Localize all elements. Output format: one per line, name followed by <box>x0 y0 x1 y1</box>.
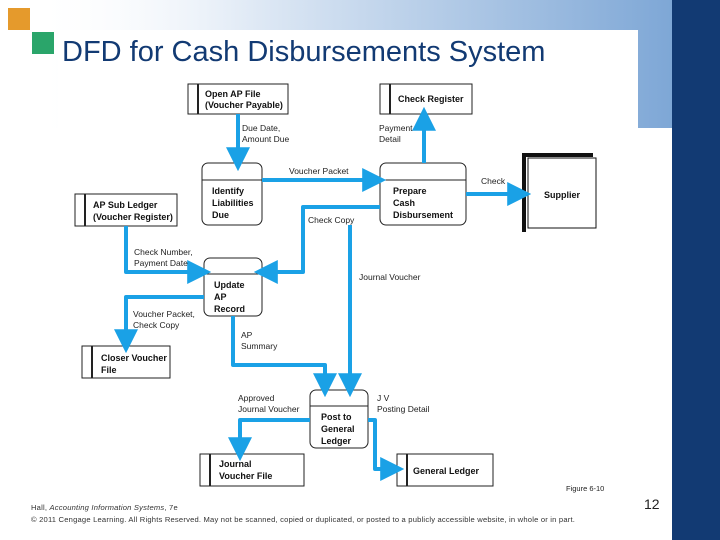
flow-label-voucher-packet-2: Voucher Packet, <box>133 309 195 319</box>
logo-square-green <box>32 32 54 54</box>
flow-label-check: Check <box>481 176 506 186</box>
process-label: Due <box>212 210 229 220</box>
footer-edition: , 7e <box>164 503 178 512</box>
logo-square-orange <box>8 8 30 30</box>
flow-label-jv: J V <box>377 393 390 403</box>
data-store-general-ledger: General Ledger <box>396 453 494 487</box>
process-label: Record <box>214 304 245 314</box>
process-label: AP <box>214 292 227 302</box>
data-store-journal-voucher-file: Journal Voucher File <box>199 453 305 487</box>
process-label: General <box>321 424 355 434</box>
figure-caption: Figure 6-10 <box>566 484 605 493</box>
flow-label-detail: Detail <box>379 134 401 144</box>
process-label: Disbursement <box>393 210 453 220</box>
store-label: Voucher File <box>219 471 272 481</box>
flow-ap-summary-arrow <box>231 316 337 398</box>
process-label: Liabilities <box>212 198 254 208</box>
flow-label-amount-due: Amount Due <box>242 134 290 144</box>
process-update-ap-record: Update AP Record <box>203 257 263 317</box>
store-label: Journal <box>219 459 252 469</box>
store-label: AP Sub Ledger <box>93 200 158 210</box>
flow-check-number-arrow <box>124 226 212 284</box>
store-label: Closer Voucher <box>101 353 167 363</box>
title-area-white <box>58 30 638 128</box>
store-label: File <box>101 365 117 375</box>
store-label: General Ledger <box>413 466 480 476</box>
process-label: Ledger <box>321 436 352 446</box>
external-entity-supplier: Supplier <box>522 153 597 232</box>
process-label: Post to <box>321 412 352 422</box>
entity-label: Supplier <box>544 190 581 200</box>
flow-label-ap: AP <box>241 330 253 340</box>
flow-label-posting-detail: Posting Detail <box>377 404 430 414</box>
flow-label-payment: Payment <box>379 123 413 133</box>
store-label: (Voucher Payable) <box>205 100 283 110</box>
right-dark-bar <box>672 0 720 540</box>
data-store-closer-voucher-file: Closer Voucher File <box>81 345 171 379</box>
flow-label-summary: Summary <box>241 341 278 351</box>
data-store-check-register: Check Register <box>379 83 473 115</box>
process-label: Update <box>214 280 245 290</box>
footer-author: Hall, <box>31 503 50 512</box>
flow-check-copy-arrow <box>253 205 380 284</box>
store-label: Open AP File <box>205 89 261 99</box>
process-label: Cash <box>393 198 415 208</box>
flow-approved-jv-arrow <box>228 418 310 462</box>
process-post-to-general-ledger: Post to General Ledger <box>309 389 369 449</box>
flow-label-approved: Approved <box>238 393 275 403</box>
data-store-ap-sub-ledger: AP Sub Ledger (Voucher Register) <box>74 193 178 227</box>
process-label: Prepare <box>393 186 427 196</box>
flow-label-check-copy: Check Copy <box>308 215 355 225</box>
data-store-open-ap-file: Open AP File (Voucher Payable) <box>187 83 289 115</box>
footer-copyright: © 2011 Cengage Learning. All Rights Rese… <box>31 515 576 524</box>
flow-label-check-number: Check Number, <box>134 247 193 257</box>
flow-label-check-copy-2: Check Copy <box>133 320 180 330</box>
process-prepare-cash-disbursement: Prepare Cash Disbursement <box>379 162 467 226</box>
footer-book-title: Accounting Information Systems <box>49 503 165 512</box>
flow-label-journal-voucher-2: Journal Voucher <box>238 404 300 414</box>
flow-label-due-date: Due Date, <box>242 123 280 133</box>
footer-citation: Hall, Accounting Information Systems, 7e <box>31 503 178 512</box>
flow-label-payment-date: Payment Date <box>134 258 188 268</box>
store-label: Check Register <box>398 94 464 104</box>
flow-voucher-packet-check-copy-arrow <box>114 295 204 354</box>
store-label: (Voucher Register) <box>93 212 173 222</box>
page-number: 12 <box>644 496 660 512</box>
slide-title: DFD for Cash Disbursements System <box>62 36 546 68</box>
flow-label-journal-voucher: Journal Voucher <box>359 272 421 282</box>
process-identify-liabilities: Identify Liabilities Due <box>201 162 263 226</box>
process-label: Identify <box>212 186 244 196</box>
flow-jv-posting-arrow <box>368 418 405 481</box>
flow-label-voucher-packet: Voucher Packet <box>289 166 349 176</box>
